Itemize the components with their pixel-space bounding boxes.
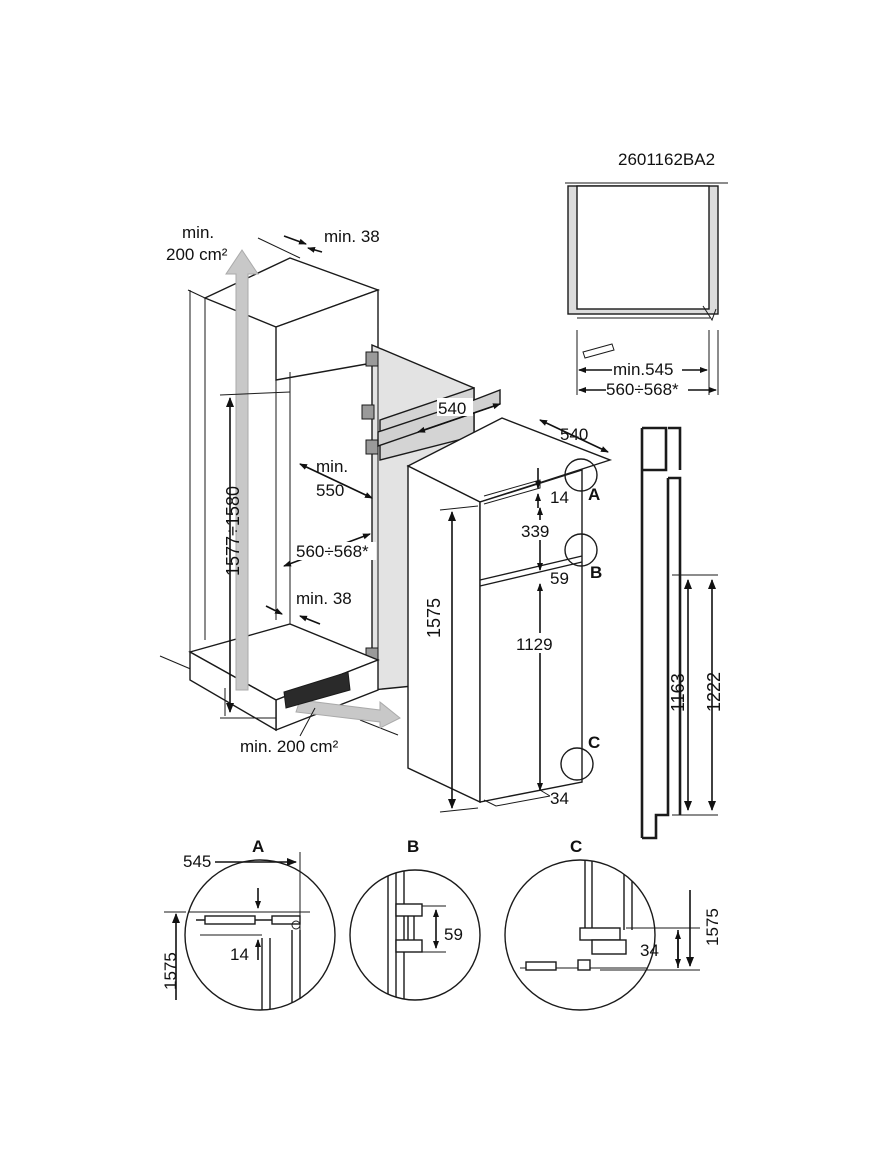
- hinge-top-icon: [365, 351, 379, 367]
- detail-c-height-label: 1575: [703, 908, 722, 946]
- vent-bottom-label: min. 200 cm²: [240, 737, 339, 756]
- detail-b-circle: [349, 869, 481, 1001]
- dim-14-label: 14: [550, 488, 569, 507]
- inner-depth-label-1: min.: [316, 457, 348, 476]
- vent-arrow-floor-icon: [295, 699, 401, 729]
- detail-b-title: B: [407, 837, 419, 856]
- marker-a-circle: [564, 458, 598, 492]
- marker-c-circle: [560, 747, 594, 781]
- vent-top-label-2: 200 cm²: [166, 245, 228, 264]
- top-view: min.545 560÷568*: [565, 182, 728, 399]
- bottom-gap-label: min. 38: [296, 589, 352, 608]
- diagram-code: 2601162BA2: [618, 150, 715, 169]
- detail-a-height-label: 1575: [161, 952, 180, 990]
- top-view-min-depth: min.545: [613, 360, 673, 379]
- profile-1163-label: 1163: [668, 673, 688, 712]
- profile-1222-label: 1222: [704, 672, 724, 712]
- detail-c-title: C: [570, 837, 582, 856]
- detail-c-gap-label: 34: [640, 941, 659, 960]
- niche-depth-label: 560÷568*: [296, 542, 369, 561]
- appliance-height-label: 1575: [424, 598, 444, 638]
- marker-b-circle: [564, 533, 598, 567]
- vent-arrow-up-icon: [225, 249, 259, 691]
- niche-height-label: 1577÷1580: [223, 486, 243, 576]
- vent-top-label-1: min.: [182, 223, 214, 242]
- detail-b-gap-label: 59: [444, 925, 463, 944]
- top-view-door-hinge: [702, 305, 717, 322]
- hinge-mid-icon: [361, 404, 375, 420]
- detail-a-circle: [184, 859, 336, 1011]
- side-profile: [640, 426, 718, 840]
- dim-34-label: 34: [550, 789, 569, 808]
- hinge-lower-icon: [365, 439, 379, 455]
- appliance-width-label: 540: [560, 425, 588, 444]
- door-width-label: 540: [438, 399, 466, 418]
- detail-a-title: A: [252, 837, 264, 856]
- marker-b-label: B: [590, 563, 602, 582]
- detail-a-width-label: 545: [183, 852, 211, 871]
- detail-c-circle: [504, 859, 656, 1011]
- marker-c-label: C: [588, 733, 600, 752]
- marker-a-label: A: [588, 485, 600, 504]
- top-view-depth-range: 560÷568*: [606, 380, 679, 399]
- fridge-door-label: 1129: [516, 635, 553, 654]
- freezer-door-label: 339: [521, 522, 549, 541]
- top-gap-label: min. 38: [324, 227, 380, 246]
- gap-59-label: 59: [550, 569, 569, 588]
- inner-depth-label-2: 550: [316, 481, 344, 500]
- detail-a-gap-label: 14: [230, 945, 249, 964]
